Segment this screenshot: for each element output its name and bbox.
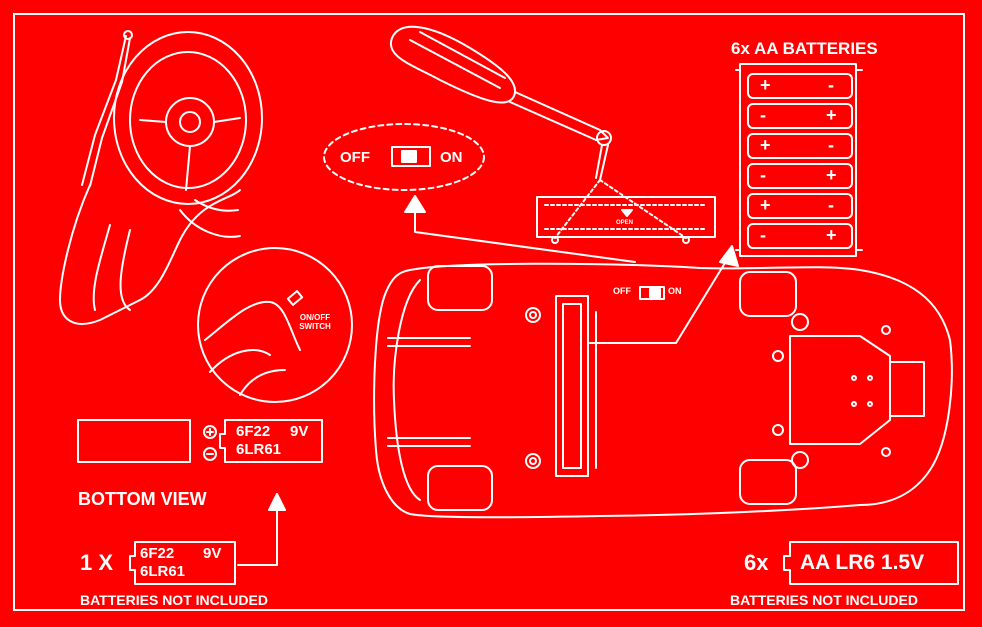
minus-sign: - <box>760 225 766 245</box>
plus-sign: + <box>760 75 771 95</box>
arrow-line-3 <box>237 493 278 566</box>
battery-code-1: 6F22 <box>236 423 271 440</box>
plus-sign: + <box>760 195 771 215</box>
switch-icon <box>391 146 431 167</box>
plus-sign: + <box>826 105 837 125</box>
remote-switch-label: ON/OFF SWITCH <box>299 313 331 331</box>
minus-sign: - <box>828 195 834 215</box>
minus-sign: - <box>760 105 766 125</box>
outer-border <box>13 13 965 611</box>
plus-sign: + <box>826 225 837 245</box>
car-battery-label: AA LR6 1.5V <box>800 551 925 574</box>
car-bottom-illustration <box>373 262 953 519</box>
arrow-line-2 <box>589 257 729 344</box>
plus-sign: + <box>760 135 771 155</box>
remote-qty-label: 1 X <box>80 550 114 575</box>
small-battery-code-1: 6F22 <box>140 545 175 562</box>
aa-batteries-title: 6x AA BATTERIES <box>731 39 878 58</box>
remote-control-illustration <box>59 30 263 325</box>
switch-off-label: OFF <box>340 149 370 166</box>
cover-open-label: OPEN <box>616 220 634 226</box>
minus-sign: - <box>760 165 766 185</box>
left-footer-note: BATTERIES NOT INCLUDED <box>80 592 268 608</box>
switch-callout-ellipse <box>323 123 485 191</box>
screw-icon <box>595 130 612 181</box>
minus-sign: - <box>828 135 834 155</box>
aa-battery-holder <box>735 63 863 257</box>
battery-code-2: 6LR61 <box>236 441 282 458</box>
plus-sign: + <box>826 165 837 185</box>
battery-voltage: 9V <box>290 423 309 440</box>
bottom-view-label: BOTTOM VIEW <box>78 489 207 509</box>
9v-battery-drawing <box>77 419 191 463</box>
arrow-line <box>414 211 636 263</box>
car-switch-off-label: OFF <box>613 286 631 296</box>
switch-magnifier-illustration <box>197 247 353 403</box>
right-footer-note: BATTERIES NOT INCLUDED <box>730 592 918 608</box>
small-battery-voltage: 9V <box>203 545 222 562</box>
battery-cover <box>536 179 716 244</box>
screwdriver-icon <box>389 25 609 141</box>
minus-sign: - <box>828 75 834 95</box>
small-battery-code-2: 6LR61 <box>140 563 186 580</box>
switch-on-label: ON <box>440 149 463 166</box>
car-switch-on-label: ON <box>668 286 682 296</box>
car-qty-label: 6x <box>744 550 769 575</box>
